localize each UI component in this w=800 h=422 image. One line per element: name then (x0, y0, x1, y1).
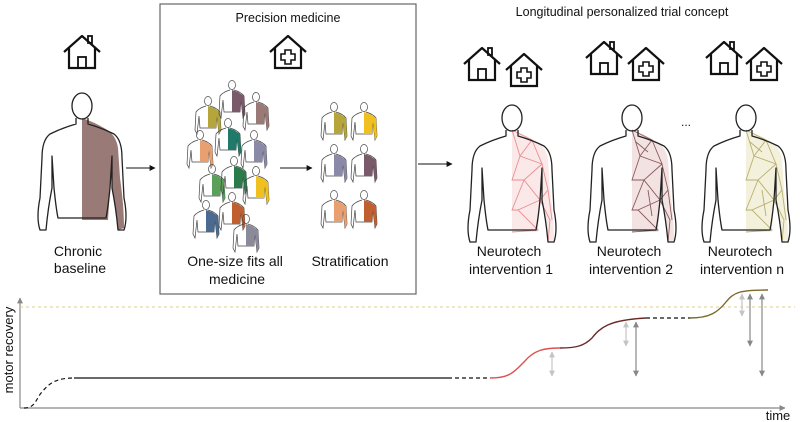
intervention-2-label: Neurotech intervention 2 (589, 243, 673, 277)
hospital-icon (268, 34, 308, 70)
chronic-baseline-figure (37, 92, 127, 231)
precision-medicine-box (159, 3, 417, 295)
x-axis-label: time (766, 408, 791, 422)
one-size-fits-all-label: One-size fits all medicine (187, 253, 287, 287)
y-axis-label: motor recovery (1, 306, 16, 393)
intervention-1-label: Neurotech intervention 1 (469, 243, 553, 277)
intervention-2-curve (559, 317, 647, 349)
intervention-n-curve (689, 289, 769, 319)
intervention-1-curve (489, 347, 561, 379)
hospital-icon (744, 46, 784, 82)
hospital-icon (504, 52, 544, 88)
stratification-figures (320, 102, 378, 229)
trial-concept-title: Longitudinal personalized trial concept (516, 5, 729, 19)
baseline-onset-curve (23, 377, 75, 409)
ellipsis: ... (681, 115, 691, 129)
one-size-figures (186, 80, 270, 253)
house-icon (584, 40, 624, 76)
stratification-label: Stratification (311, 253, 388, 269)
precision-medicine-title: Precision medicine (236, 11, 341, 25)
recovery-plot: motor recovery time (1, 289, 795, 422)
intervention-n-label: Neurotech intervention n (700, 243, 784, 277)
chronic-baseline-label: Chronic baseline (54, 243, 106, 276)
house-icon (62, 34, 102, 70)
intervention-n-figure (701, 104, 791, 243)
intervention-1-figure (467, 104, 557, 243)
house-icon (462, 46, 502, 82)
hospital-icon (626, 46, 666, 82)
house-icon (704, 40, 744, 76)
intervention-2-figure (587, 104, 677, 243)
